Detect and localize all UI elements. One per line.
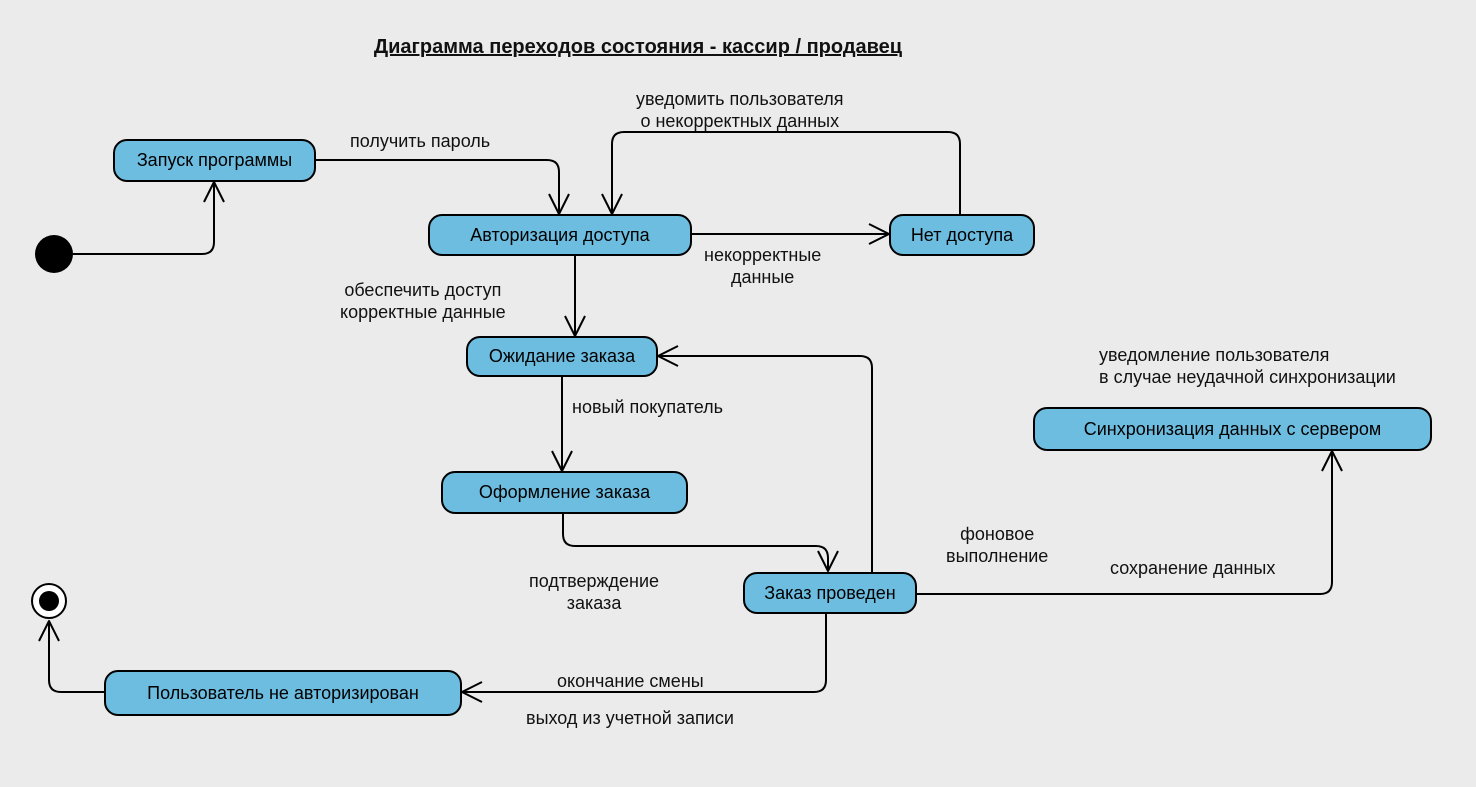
state-completed[interactable]: Заказ проведен: [743, 572, 917, 614]
arrow-noaccess-to-auth: [611, 131, 961, 214]
state-no-access[interactable]: Нет доступа: [889, 214, 1035, 256]
arrow-initial-to-launch: [73, 182, 215, 255]
arrow-completed-to-loggedout: [462, 614, 827, 693]
arrowhead-waiting-2: [657, 345, 679, 367]
arrow-completed-to-waiting: [658, 355, 873, 572]
label-new-customer: новый покупатель: [572, 397, 724, 417]
label-provide-access: обеспечить доступ корректные данные: [340, 280, 506, 322]
initial-state-node: [35, 235, 73, 273]
label-background: фоновое выполнение: [946, 524, 1049, 566]
state-logged-out[interactable]: Пользователь не авторизирован: [104, 670, 462, 716]
label-get-password: получить пароль: [350, 131, 491, 151]
arrow-ordering-to-completed: [562, 514, 829, 571]
state-sync[interactable]: Синхронизация данных с сервером: [1033, 407, 1432, 451]
label-save-data: сохранение данных: [1110, 558, 1276, 578]
label-logout: выход из учетной записи: [526, 708, 734, 728]
final-state-node: [31, 583, 67, 619]
state-auth[interactable]: Авторизация доступа: [428, 214, 692, 256]
label-confirm-order: подтверждение заказа: [529, 571, 660, 613]
arrowhead-final: [38, 620, 60, 642]
label-end-shift: окончание смены: [557, 671, 704, 691]
arrow-loggedout-to-final: [48, 621, 104, 693]
diagram-title: Диаграмма переходов состояния - кассир /…: [373, 36, 903, 58]
arrowhead-launch: [203, 181, 225, 203]
state-ordering[interactable]: Оформление заказа: [441, 471, 688, 514]
label-notify-incorrect: уведомить пользователя о некорректных да…: [636, 89, 844, 131]
label-sync-fail-notify: уведомление пользователя в случае неудач…: [1099, 345, 1396, 387]
arrowhead-sync: [1321, 450, 1343, 472]
state-waiting[interactable]: Ожидание заказа: [466, 336, 658, 377]
arrow-launch-to-auth: [316, 159, 560, 214]
arrowhead-completed: [817, 550, 839, 572]
final-state-dot: [39, 591, 59, 611]
arrowhead-loggedout: [461, 681, 483, 703]
arrow-completed-to-sync: [917, 451, 1333, 595]
label-incorrect-data: некорректные данные: [704, 245, 822, 287]
state-launch[interactable]: Запуск программы: [113, 139, 316, 182]
